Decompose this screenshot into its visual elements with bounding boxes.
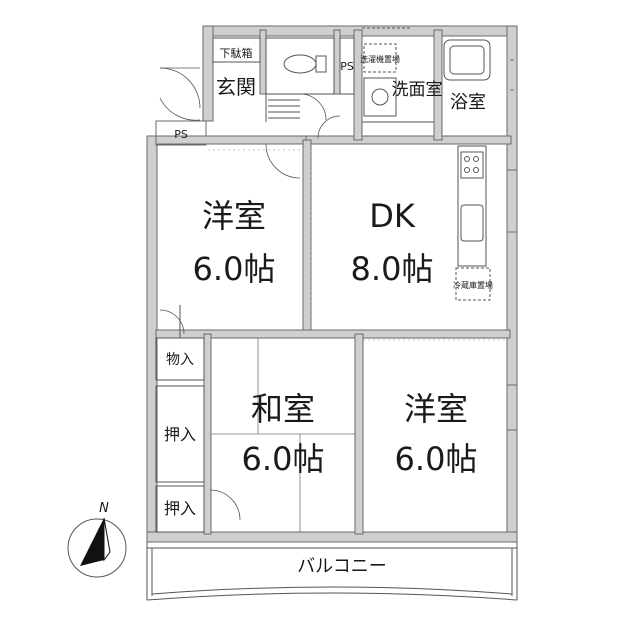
wall-int-4 [155,329,511,339]
stove [460,151,484,179]
door-swing-west-n [265,143,301,179]
burner-4 [473,167,479,173]
laundry-label: 洗濯機置場 [360,54,400,64]
basin-outline [363,77,397,117]
closet-2-outline [155,485,205,533]
left-storage [155,305,205,533]
balcony [146,542,518,601]
tatami-lines [211,338,355,532]
entry-door-swing [159,67,201,109]
bathtub-inner [449,45,485,75]
compass: N [67,501,127,578]
wall-int-9 [259,29,267,95]
wall-bottom [146,531,518,543]
walls [146,25,518,543]
balcony-rail-outer [146,592,518,601]
kitchen [455,145,491,301]
toilet-tank [315,55,327,73]
entrance-label: 玄関 [216,75,256,99]
entry-door-swing-2 [159,97,201,121]
washroom-label: 洗面室 [392,80,443,100]
door-swing-storage [159,309,185,335]
wall-right [506,25,518,543]
wall-int-6 [203,333,212,535]
compass-needle [80,518,104,566]
western-north-size: 6.0帖 [193,250,276,288]
closet-1-label: 押入 [164,425,196,444]
shoe-box-outline [212,37,261,63]
dk-size: 8.0帖 [351,250,434,288]
fridge-outline [455,267,491,301]
western-north-name: 洋室 [202,197,266,235]
door-swing-japanese [209,489,241,521]
wall-int-7 [353,29,363,141]
windows-right [507,59,517,431]
burner-2 [473,156,479,162]
door-swing-toilet [299,93,327,121]
toilet-room [265,37,335,95]
balcony-label: バルコニー [297,556,387,577]
wall-int-5 [354,333,364,535]
door-swing-wash [317,115,341,139]
closet-1-outline [155,385,205,483]
storage-label: 物入 [166,352,194,368]
labels: 洋室 6.0帖 DK 8.0帖 和室 6.0帖 洋室 6.0帖 下駄箱 玄関 P… [164,46,493,577]
balcony-rail-inner [151,586,513,595]
sink [460,204,484,242]
fridge-label: 冷蔵庫置場 [453,280,493,290]
dk-name: DK [369,197,416,235]
entrance-label-text: 玄関 [216,75,256,99]
wall-int-2 [305,135,512,145]
japanese-name: 和室 [251,390,315,428]
burner-3 [464,167,470,173]
western-south-size: 6.0帖 [395,440,478,478]
wall-int-10 [333,29,341,95]
western-south-name: 洋室 [404,390,468,428]
toilet-bowl [283,54,317,74]
compass-ring [67,518,127,578]
ps-top-label: PS [340,60,354,73]
sliding-doors [208,149,505,341]
bath-label: 浴室 [450,92,486,113]
ps-top-outline [339,37,355,95]
wall-upper-left [202,25,214,122]
shoe-box-label: 下駄箱 [220,46,253,60]
closet-2-label: 押入 [164,499,196,518]
door-swings [159,67,341,521]
kitchen-counter [457,145,487,267]
laundry-outline [363,43,397,73]
japanese-size: 6.0帖 [242,440,325,478]
wall-int-8 [433,29,443,141]
bathtub-outline [443,39,491,81]
basin-bowl [371,88,389,106]
ps-left-label: PS [174,128,188,141]
wall-int-3 [302,139,312,337]
burner-1 [464,156,470,162]
compass-label: N [99,501,109,516]
